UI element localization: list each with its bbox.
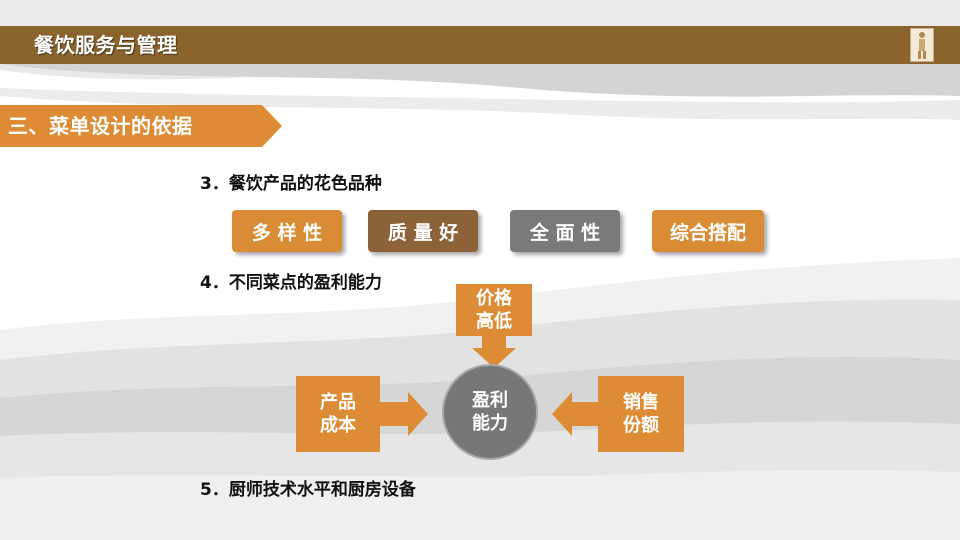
box-cost-line1: 产品 xyxy=(320,391,356,414)
box-cost: 产品 成本 xyxy=(296,376,380,452)
point-4: 4．不同菜点的盈利能力 xyxy=(200,272,382,294)
box-price: 价格 高低 xyxy=(456,284,532,336)
tag-combination: 综合搭配 xyxy=(652,210,764,252)
profit-circle-line1: 盈利 xyxy=(472,389,508,412)
page-title: 餐饮服务与管理 xyxy=(34,33,178,57)
tag-quality: 质 量 好 xyxy=(368,210,478,252)
tag-comprehensiveness: 全 面 性 xyxy=(510,210,620,252)
logo-icon xyxy=(910,28,934,62)
box-cost-line2: 成本 xyxy=(320,414,356,437)
box-price-line1: 价格 xyxy=(476,287,512,310)
arrow-right-icon xyxy=(380,392,428,436)
profit-circle-line2: 能力 xyxy=(472,412,508,435)
box-sales: 销售 份额 xyxy=(598,376,684,452)
tag-diversity: 多 样 性 xyxy=(232,210,342,252)
profit-circle: 盈利 能力 xyxy=(442,364,538,460)
box-sales-line1: 销售 xyxy=(623,391,659,414)
point-3: 3．餐饮产品的花色品种 xyxy=(200,173,382,195)
box-price-line2: 高低 xyxy=(476,310,512,333)
box-sales-line2: 份额 xyxy=(623,414,659,437)
section-heading: 三、菜单设计的依据 xyxy=(8,113,193,139)
arrow-left-icon xyxy=(552,392,600,436)
point-5: 5．厨师技术水平和厨房设备 xyxy=(200,479,416,501)
